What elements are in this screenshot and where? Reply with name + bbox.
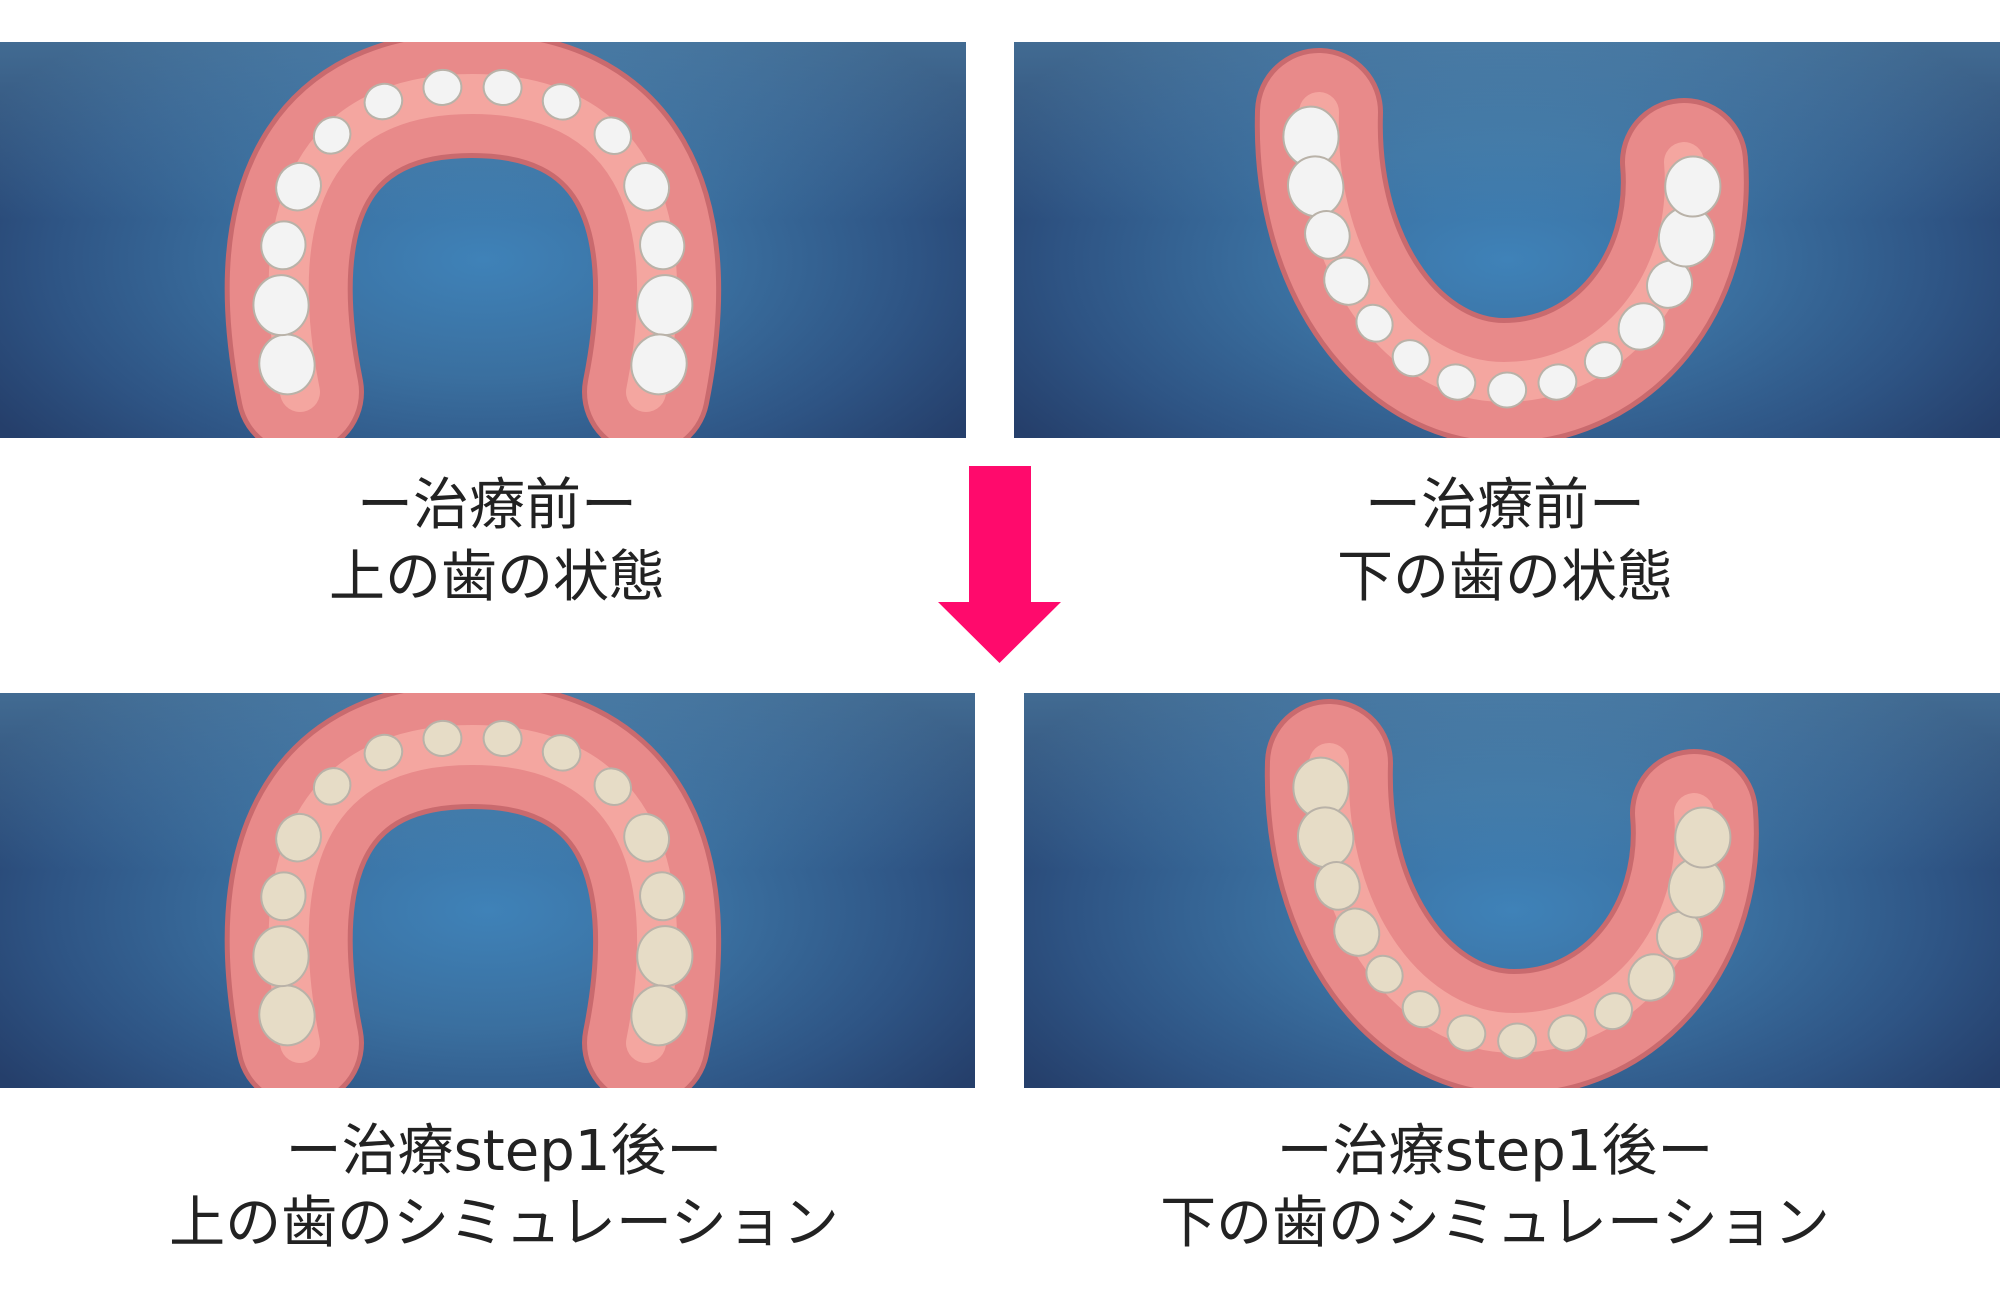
caption-lower-after: ー治療step1後ー 下の歯のシミュレーション <box>1160 1116 1830 1260</box>
tooth <box>1401 990 1441 1029</box>
caption-title: ー治療step1後ー <box>285 1119 723 1184</box>
tooth <box>1436 363 1477 401</box>
down-arrow-icon <box>938 466 1061 663</box>
tooth <box>1583 341 1623 380</box>
upper-teeth-after-image <box>0 693 975 1088</box>
tooth <box>1627 953 1676 1002</box>
tooth <box>541 83 582 121</box>
caption-title: ー治療前ー <box>357 473 637 538</box>
tooth <box>422 719 463 757</box>
caption-upper-after: ー治療step1後ー 上の歯のシミュレーション <box>169 1116 839 1260</box>
tooth <box>1365 954 1404 994</box>
tooth <box>363 82 404 121</box>
caption-subtitle: 上の歯の状態 <box>329 545 665 610</box>
tooth <box>623 813 671 863</box>
caption-title: ー治療step1後ー <box>1276 1119 1714 1184</box>
tooth <box>1314 861 1361 911</box>
tooth <box>623 162 671 212</box>
tooth <box>1593 992 1633 1031</box>
tooth <box>1497 1022 1538 1060</box>
tooth <box>1537 363 1578 401</box>
tooth <box>1355 303 1394 343</box>
caption-lower-before: ー治療前ー 下の歯の状態 <box>1337 470 1673 614</box>
tooth <box>1664 155 1722 218</box>
tooth <box>1304 210 1351 260</box>
tooth <box>260 220 307 271</box>
tooth <box>252 925 310 988</box>
caption-subtitle: 下の歯のシミュレーション <box>1160 1191 1830 1256</box>
caption-subtitle: 上の歯のシミュレーション <box>169 1191 839 1256</box>
tooth <box>422 68 463 106</box>
tooth <box>1547 1014 1588 1052</box>
caption-title: ー治療前ー <box>1365 473 1645 538</box>
tooth <box>275 161 322 212</box>
tooth <box>1446 1014 1487 1052</box>
tooth <box>1333 907 1381 957</box>
tooth <box>636 274 694 337</box>
tooth <box>312 116 352 155</box>
caption-subtitle: 下の歯の状態 <box>1337 545 1673 610</box>
tooth <box>1674 806 1732 869</box>
tooth <box>639 220 686 271</box>
tooth <box>636 925 694 988</box>
tooth <box>482 720 523 758</box>
upper-teeth-before-image <box>0 42 966 438</box>
tooth <box>593 116 633 155</box>
tooth <box>1323 256 1371 306</box>
caption-upper-before: ー治療前ー 上の歯の状態 <box>329 470 665 614</box>
tooth <box>541 734 582 772</box>
tooth <box>312 767 352 806</box>
lower-teeth-after-image <box>1024 693 2000 1088</box>
tooth <box>275 812 322 863</box>
tooth <box>639 871 686 922</box>
tooth <box>260 871 307 922</box>
tooth <box>1617 302 1666 351</box>
tooth <box>593 767 633 806</box>
tooth <box>482 69 523 107</box>
lower-teeth-before-image <box>1014 42 2000 438</box>
tooth <box>1487 371 1528 409</box>
tooth <box>630 333 688 396</box>
tooth <box>630 984 688 1047</box>
tooth <box>363 733 404 772</box>
tooth <box>252 274 310 337</box>
tooth <box>1391 339 1431 378</box>
